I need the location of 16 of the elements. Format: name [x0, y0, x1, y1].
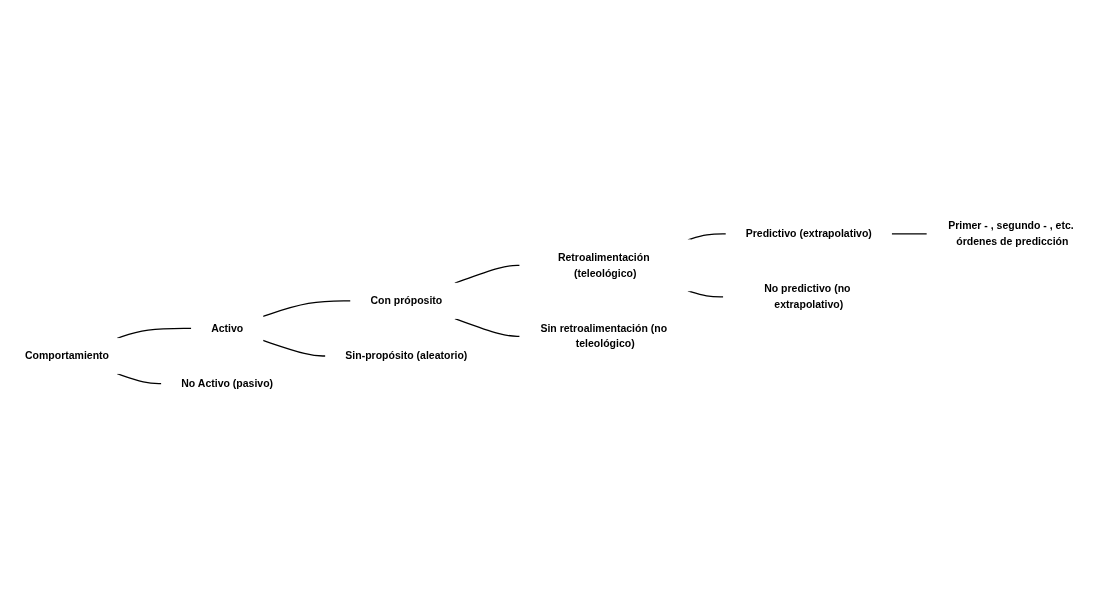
node-text: Predictivo (extrapolativo): [745, 227, 872, 239]
connector: [116, 372, 163, 384]
node-text: Comportamiento: [24, 349, 110, 361]
node-text: Primer - , segundo - , etc. órdenes de predicción: [948, 219, 1074, 247]
connector: [890, 232, 928, 235]
node-text: Sin retroalimentación (no teleológico): [540, 322, 668, 350]
node-text: Activo: [211, 322, 244, 334]
node-text: Retroalimentación (teleológico): [557, 251, 650, 279]
node-text: No predictivo (no extrapolativo): [764, 282, 851, 310]
node-text: Con próposito: [370, 294, 443, 306]
connector: [262, 339, 327, 357]
connector: [454, 317, 521, 337]
connector: [687, 232, 727, 241]
node-text: Sin-propósito (aleatorio): [345, 349, 468, 361]
node-text: No Activo (pasivo): [181, 377, 274, 389]
connector: [262, 299, 352, 317]
